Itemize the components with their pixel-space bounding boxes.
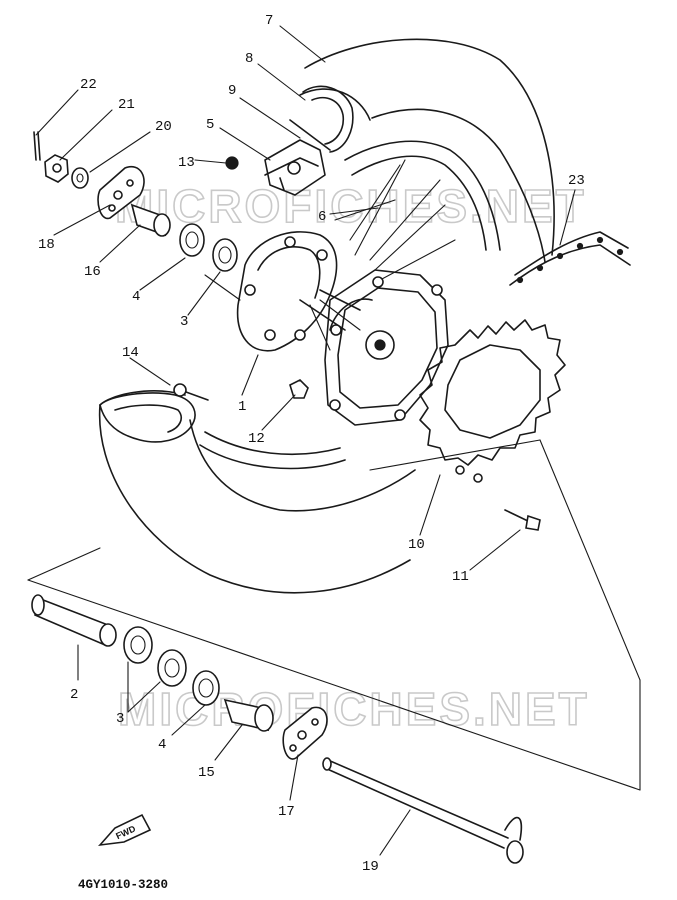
rim <box>199 140 501 470</box>
sprocket-hub-flange <box>324 269 449 426</box>
callout-22: 22 <box>80 77 97 93</box>
guide-lines <box>27 274 641 791</box>
callout-17: 17 <box>278 804 295 820</box>
callout-18: 18 <box>38 237 55 253</box>
fwd-arrow-icon: FWD <box>98 813 152 847</box>
leader-lines <box>35 25 576 856</box>
diagram-code: 4GY1010-3280 <box>78 878 168 892</box>
spokes <box>309 159 456 351</box>
callout-9: 9 <box>228 83 236 99</box>
drive-chain <box>509 231 631 286</box>
callout-21: 21 <box>118 97 135 113</box>
rim-band-top <box>289 85 354 153</box>
washer-20 <box>71 167 89 189</box>
callout-7: 7 <box>265 13 273 29</box>
bearing-3-lower-a <box>123 626 153 664</box>
callout-19: 19 <box>362 859 379 875</box>
callout-6: 6 <box>318 209 326 225</box>
bearing-4-top <box>179 223 205 257</box>
callout-14: 14 <box>122 345 139 361</box>
watermark-top: MICROFICHES.NET <box>115 180 587 232</box>
callout-11: 11 <box>452 569 469 585</box>
spacer-2 <box>31 594 117 647</box>
callout-5: 5 <box>206 117 214 133</box>
callout-3-lower: 3 <box>116 711 124 727</box>
rim-band-bottom <box>99 383 209 443</box>
callout-1: 1 <box>238 399 246 415</box>
callout-20: 20 <box>155 119 172 135</box>
callout-3-top: 3 <box>180 314 188 330</box>
collar-15 <box>223 698 274 732</box>
bearing-3-top <box>212 238 238 272</box>
collar-16 <box>130 203 171 237</box>
callout-15: 15 <box>198 765 215 781</box>
callout-labels: 7 8 9 5 13 6 22 21 20 18 16 4 3 23 14 1 … <box>38 13 585 875</box>
callout-4-lower: 4 <box>158 737 166 753</box>
nut-13 <box>225 156 239 170</box>
callout-16: 16 <box>84 264 101 280</box>
nut-12 <box>289 379 309 399</box>
oil-seal-4 <box>192 670 220 706</box>
bearing-3-lower-b <box>157 649 187 687</box>
callout-10: 10 <box>408 537 425 553</box>
cotter-pin-22 <box>33 131 41 161</box>
callout-2: 2 <box>70 687 78 703</box>
callout-12: 12 <box>248 431 265 447</box>
callout-4-top: 4 <box>132 289 140 305</box>
bolt-11 <box>504 509 541 531</box>
rear-sprocket <box>419 319 566 483</box>
axle-nut-21 <box>44 154 69 183</box>
callout-23: 23 <box>568 173 585 189</box>
callout-8: 8 <box>245 51 253 67</box>
chain-puller-17 <box>282 706 328 760</box>
watermark-bottom: MICROFICHES.NET <box>118 683 590 735</box>
axle-19 <box>322 757 524 864</box>
brake-drum <box>264 139 326 196</box>
callout-13: 13 <box>178 155 195 171</box>
